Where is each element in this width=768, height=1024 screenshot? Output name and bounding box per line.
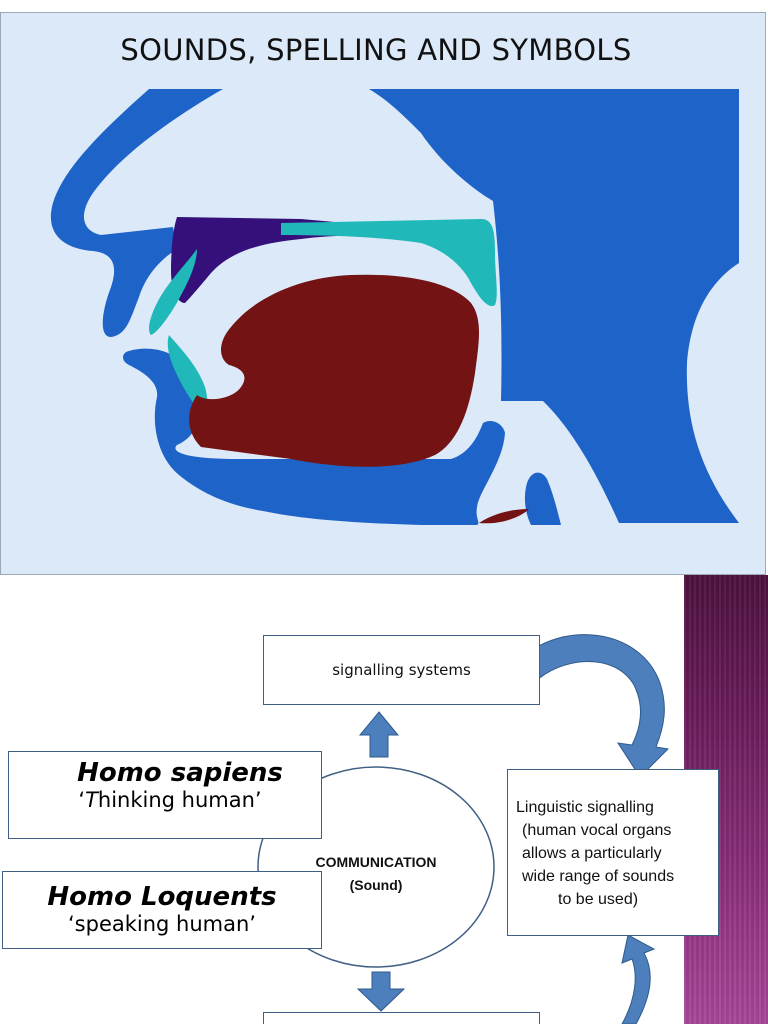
homo-sapiens-name: Homo sapiens (77, 758, 283, 788)
vocal-tract-slide: SOUNDS, SPELLING AND SYMBOLS (0, 12, 766, 575)
curved-arrow-bottom (621, 934, 656, 1024)
linguistic-signalling-box: Linguistic signalling (human vocal organ… (507, 769, 719, 936)
bottom-box-partial (263, 1012, 540, 1024)
jaw-shape (123, 348, 505, 525)
upper-teeth-shape (149, 249, 197, 335)
epiglottis-shape (524, 472, 561, 525)
up-arrow (358, 711, 400, 758)
hard-palate-shape (171, 217, 413, 303)
linguistic-line3: allows a particularly (522, 845, 662, 862)
homo-sapiens-box: Homo sapiens ‘Thinking human’ (8, 751, 322, 839)
velum-shape (281, 219, 497, 307)
homo-loquents-gloss: ‘speaking human’ (68, 912, 256, 936)
vocal-tract-illustration (50, 89, 739, 525)
linguistic-line5: to be used) (558, 891, 639, 908)
decorative-purple-band (684, 575, 768, 1024)
communication-slide: signalling systems Homo sapiens ‘Thinkin… (0, 575, 768, 1024)
head-back-shape (369, 89, 739, 523)
communication-line1: COMMUNICATION (315, 854, 437, 870)
homo-loquents-name: Homo Loquents (47, 882, 277, 912)
homo-loquents-box: Homo Loquents ‘speaking human’ (2, 871, 322, 949)
curved-arrow-top (519, 634, 670, 778)
linguistic-line1: Linguistic signalling (516, 799, 654, 816)
signalling-systems-label: signalling systems (332, 661, 471, 679)
signalling-systems-box: signalling systems (263, 635, 540, 705)
linguistic-line2: (human vocal organs (522, 822, 672, 839)
tongue-shape (189, 274, 479, 467)
slide-title: SOUNDS, SPELLING AND SYMBOLS (120, 33, 632, 67)
vocal-fold-shape (479, 509, 529, 524)
linguistic-line4: wide range of sounds (522, 868, 675, 885)
face-profile-shape (50, 89, 223, 337)
communication-label: COMMUNICATION (Sound) (300, 851, 452, 897)
homo-sapiens-gloss: ‘Thinking human’ (78, 788, 262, 812)
down-arrow (356, 971, 406, 1012)
communication-line2: (Sound) (349, 877, 403, 893)
